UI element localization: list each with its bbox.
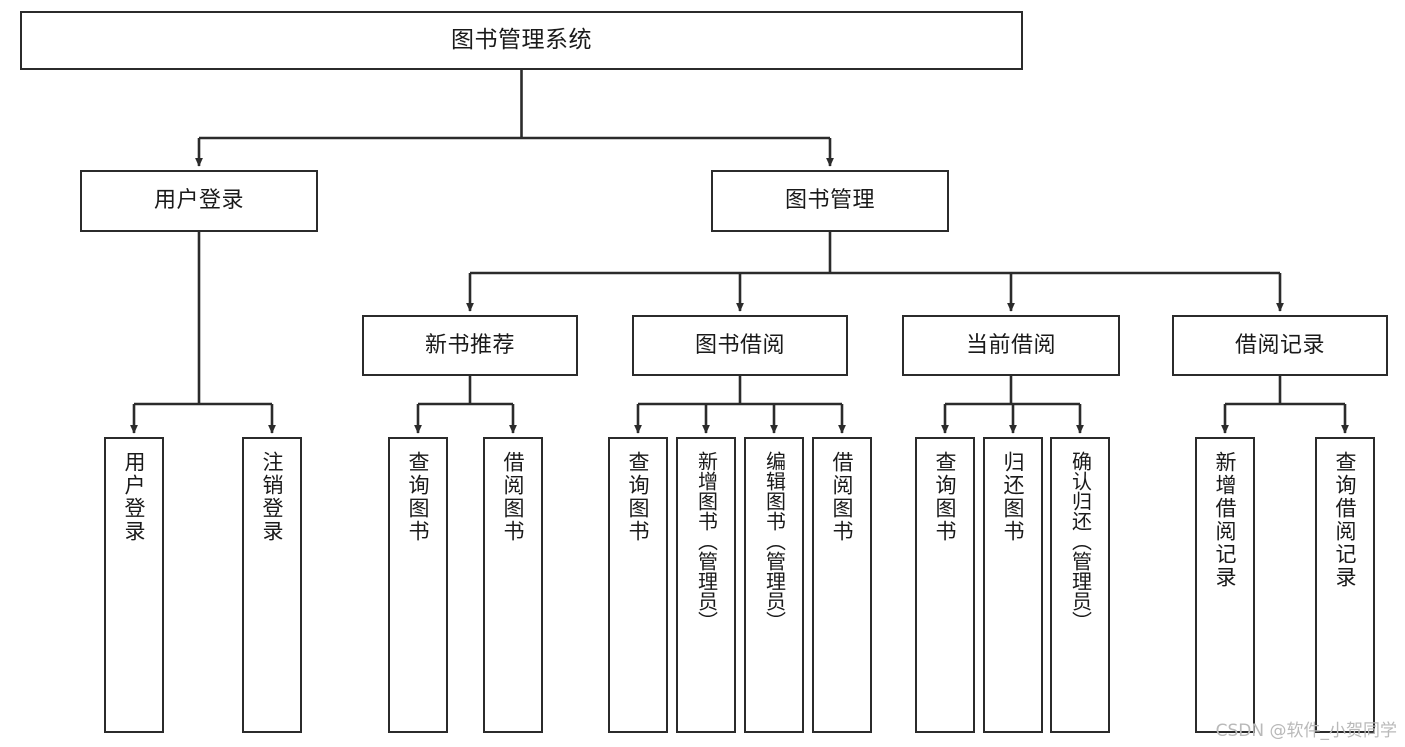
- node-leaf-user-login[interactable]: 用户登录: [104, 437, 164, 733]
- node-leaf-user-login-label: 用户登录: [122, 451, 147, 543]
- node-root-label: 图书管理系统: [451, 26, 592, 53]
- node-leaf-borrow-book-2-label: 借阅图书: [830, 451, 855, 543]
- node-book-manage-label: 图书管理: [784, 188, 875, 214]
- node-new-book-rec-label: 新书推荐: [424, 332, 515, 358]
- node-leaf-edit-book[interactable]: 编辑图书（管理员）: [744, 437, 804, 733]
- node-leaf-query-book-3-label: 查询图书: [933, 451, 958, 543]
- node-leaf-query-record-label: 查询借阅记录: [1333, 451, 1358, 589]
- node-book-borrow[interactable]: 图书借阅: [632, 315, 848, 376]
- node-book-borrow-label: 图书借阅: [694, 332, 785, 358]
- node-leaf-query-book-2[interactable]: 查询图书: [608, 437, 668, 733]
- node-current-borrow[interactable]: 当前借阅: [902, 315, 1120, 376]
- node-leaf-add-book-label: 新增图书（管理员）: [694, 451, 719, 631]
- node-leaf-return-book-label: 归还图书: [1001, 451, 1026, 543]
- node-leaf-query-book-2-label: 查询图书: [626, 451, 651, 543]
- node-leaf-edit-book-label: 编辑图书（管理员）: [762, 451, 787, 631]
- node-leaf-logout-login-label: 注销登录: [260, 451, 285, 543]
- node-borrow-record[interactable]: 借阅记录: [1172, 315, 1388, 376]
- node-leaf-query-book-3[interactable]: 查询图书: [915, 437, 975, 733]
- node-user-login[interactable]: 用户登录: [80, 170, 318, 232]
- node-leaf-query-record[interactable]: 查询借阅记录: [1315, 437, 1375, 733]
- node-leaf-borrow-book-2[interactable]: 借阅图书: [812, 437, 872, 733]
- node-user-login-label: 用户登录: [153, 188, 244, 214]
- node-leaf-add-book[interactable]: 新增图书（管理员）: [676, 437, 736, 733]
- node-current-borrow-label: 当前借阅: [965, 332, 1056, 358]
- node-new-book-rec[interactable]: 新书推荐: [362, 315, 578, 376]
- node-leaf-confirm-return[interactable]: 确认归还（管理员）: [1050, 437, 1110, 733]
- node-leaf-add-record-label: 新增借阅记录: [1213, 451, 1238, 589]
- node-book-manage[interactable]: 图书管理: [711, 170, 949, 232]
- csdn-watermark: CSDN @软件_小贺同学: [1215, 721, 1397, 741]
- node-leaf-query-book-1[interactable]: 查询图书: [388, 437, 448, 733]
- node-leaf-return-book[interactable]: 归还图书: [983, 437, 1043, 733]
- node-leaf-logout-login[interactable]: 注销登录: [242, 437, 302, 733]
- node-leaf-confirm-return-label: 确认归还（管理员）: [1068, 451, 1093, 631]
- node-leaf-borrow-book-1[interactable]: 借阅图书: [483, 437, 543, 733]
- node-leaf-borrow-book-1-label: 借阅图书: [501, 451, 526, 543]
- node-root[interactable]: 图书管理系统: [20, 11, 1023, 70]
- node-leaf-query-book-1-label: 查询图书: [406, 451, 431, 543]
- node-borrow-record-label: 借阅记录: [1234, 332, 1325, 358]
- node-leaf-add-record[interactable]: 新增借阅记录: [1195, 437, 1255, 733]
